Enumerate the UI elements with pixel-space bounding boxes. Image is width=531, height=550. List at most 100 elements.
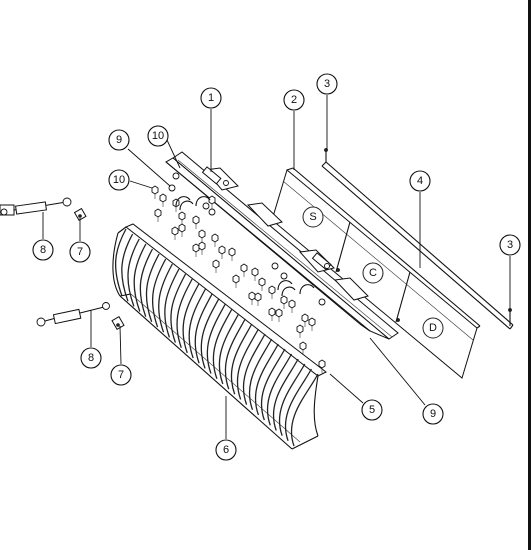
moldboard-rib <box>278 363 306 436</box>
bolt <box>154 208 162 222</box>
moldboard-rib <box>164 268 180 338</box>
callout-8-top: 8 <box>32 239 54 261</box>
bolt <box>151 185 159 199</box>
moldboard-rib <box>200 298 220 369</box>
moldboard-rib <box>133 243 147 312</box>
bolt <box>275 308 283 322</box>
moldboard-rib <box>224 318 246 390</box>
bolt <box>178 211 186 225</box>
clamp-mid <box>271 262 326 306</box>
moldboard-rib <box>260 348 286 421</box>
svg-text:8: 8 <box>88 352 94 364</box>
svg-text:7: 7 <box>77 246 83 258</box>
bolt <box>308 317 316 331</box>
svg-text:2: 2 <box>291 94 297 106</box>
bolt <box>192 243 200 257</box>
svg-text:8: 8 <box>40 244 46 256</box>
bolt <box>280 295 288 309</box>
svg-text:3: 3 <box>324 78 330 90</box>
moldboard-rib <box>236 328 259 400</box>
callout-10-top: 10 <box>147 125 169 147</box>
bolt <box>248 291 256 305</box>
part-7-bolt-bottom <box>111 315 125 331</box>
bolt <box>268 285 276 299</box>
moldboard-rib <box>145 253 160 323</box>
callout-9-top: 9 <box>108 129 130 151</box>
right-frame-border <box>528 0 531 550</box>
bolt <box>208 195 216 209</box>
moldboard-rib <box>230 323 253 395</box>
bolt <box>240 263 248 277</box>
leader-lines <box>42 95 511 439</box>
moldboard-rib <box>158 263 173 333</box>
callout-4: 4 <box>409 170 431 192</box>
svg-text:3: 3 <box>507 239 513 251</box>
moldboard-rib <box>176 278 193 348</box>
moldboard-rib <box>151 258 167 328</box>
moldboard-rib <box>206 303 226 374</box>
callout-9-bottom: 9 <box>422 403 444 425</box>
bolt <box>251 267 259 281</box>
svg-text:6: 6 <box>223 444 229 456</box>
part-6-moldboard <box>112 223 327 450</box>
svg-text:1: 1 <box>208 92 214 104</box>
moldboard-ribs <box>114 228 319 447</box>
bolt <box>301 313 309 327</box>
moldboard-rib <box>254 343 279 416</box>
plate-label-d: D <box>422 317 444 339</box>
plate-label-s: S <box>302 206 324 228</box>
callout-3-top: 3 <box>316 73 338 95</box>
part-3-pin-top <box>324 148 328 162</box>
bolt <box>288 299 296 313</box>
callout-2: 2 <box>283 89 305 111</box>
svg-text:9: 9 <box>116 134 122 146</box>
moldboard-rib <box>272 358 299 431</box>
callout-7-bottom: 7 <box>110 364 132 386</box>
bolt <box>254 292 262 306</box>
moldboard-rib <box>218 313 240 385</box>
bolt <box>171 226 179 240</box>
moldboard-rib <box>170 273 187 343</box>
callout-3-right: 3 <box>499 234 521 256</box>
moldboard-rib <box>212 308 233 379</box>
bolt <box>268 307 276 321</box>
svg-text:S: S <box>309 211 316 223</box>
callout-5: 5 <box>361 399 383 421</box>
bolt <box>228 247 236 261</box>
bolt <box>296 324 304 338</box>
bolt <box>198 241 206 255</box>
bolt <box>232 274 240 288</box>
callout-6: 6 <box>215 439 237 461</box>
moldboard-rib <box>114 228 127 297</box>
svg-text:7: 7 <box>118 369 124 381</box>
bolt <box>211 233 219 247</box>
svg-text:10: 10 <box>113 174 125 186</box>
moldboard-rib <box>266 353 293 426</box>
moldboard-rib <box>127 238 140 307</box>
callout-10-left: 10 <box>108 169 130 191</box>
moldboard-rib <box>188 288 207 359</box>
moldboard-rib <box>284 368 312 442</box>
bolt <box>318 359 326 373</box>
part-4-rod <box>321 161 514 330</box>
bolt <box>258 277 266 291</box>
svg-text:9: 9 <box>430 408 436 420</box>
part-8-cylinder-top <box>0 197 72 216</box>
svg-text:4: 4 <box>417 175 423 187</box>
moldboard-rib <box>248 338 273 411</box>
bolt <box>198 229 206 243</box>
bolt <box>192 215 200 229</box>
moldboard-rib <box>290 373 319 447</box>
bolt <box>299 341 307 355</box>
callout-1: 1 <box>200 87 222 109</box>
svg-text:10: 10 <box>152 130 164 142</box>
moldboard-rib <box>194 293 213 364</box>
part-1-beam <box>165 151 399 340</box>
part-8-cylinder-bottom <box>36 302 110 327</box>
bolt <box>178 223 186 237</box>
bolt <box>218 245 226 259</box>
svg-text:5: 5 <box>369 404 375 416</box>
part-7-bolt-top <box>73 207 87 222</box>
moldboard-rib <box>182 283 200 354</box>
moldboard-rib <box>121 233 134 302</box>
